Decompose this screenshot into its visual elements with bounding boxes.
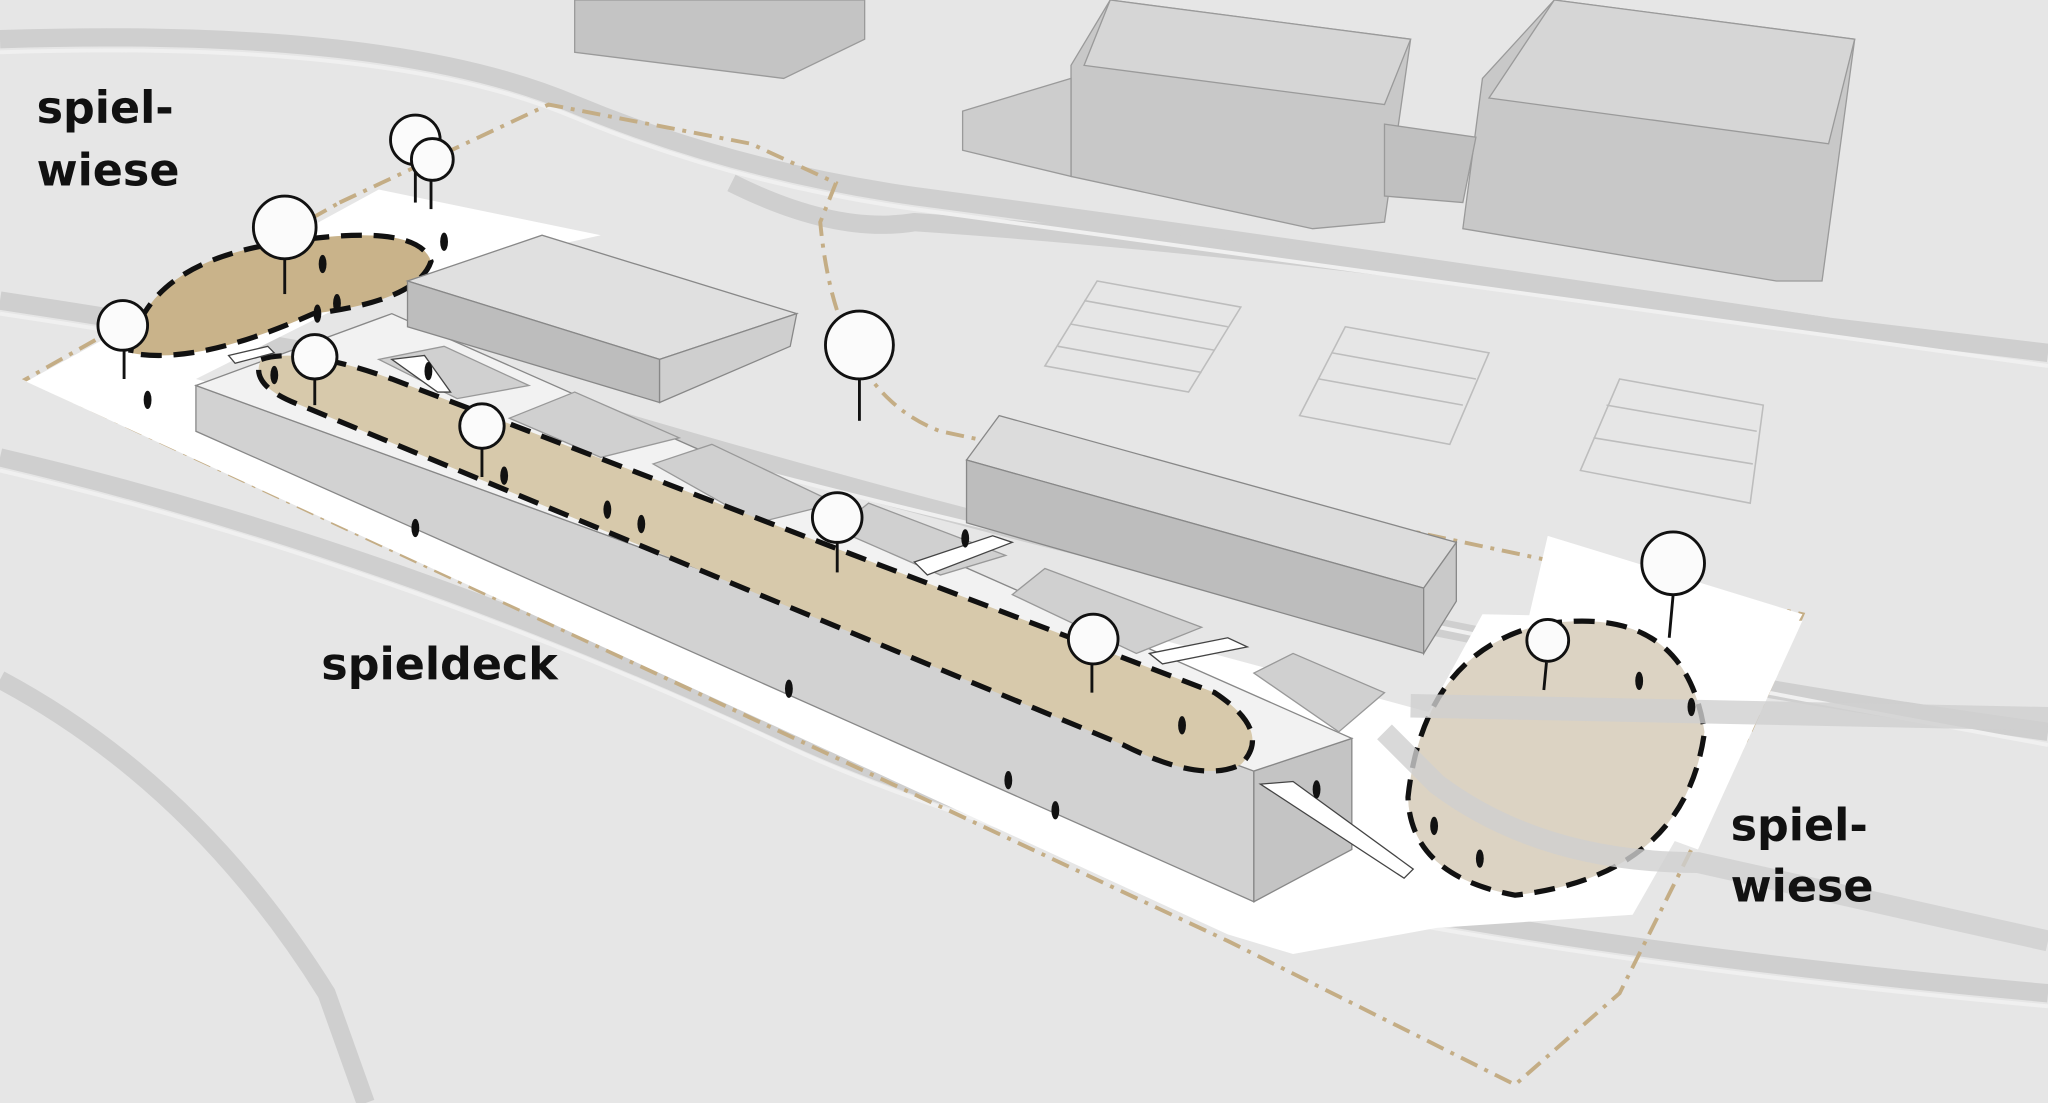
tree-icon — [96, 299, 150, 379]
person-icon — [411, 518, 420, 538]
label-spielwiese-northwest-line2: wiese — [37, 146, 180, 197]
person-icon — [318, 254, 327, 274]
person-icon — [1687, 697, 1696, 717]
tree-icon — [1525, 618, 1571, 691]
label-spielwiese-northwest-line1: spiel- — [37, 83, 174, 134]
person-icon — [313, 304, 322, 323]
label-spielwiese-east-line2: wiese — [1731, 862, 1874, 913]
site-boundary — [21, 102, 1806, 1088]
person-icon — [1430, 816, 1439, 836]
person-icon — [961, 529, 970, 548]
tree-icon — [1066, 612, 1120, 693]
person-icon — [637, 514, 646, 534]
play-zone-northwest — [127, 232, 434, 359]
people — [143, 232, 1696, 868]
person-icon — [333, 294, 341, 313]
person-icon — [424, 362, 433, 381]
footpath — [1377, 724, 2048, 952]
person-icon — [1004, 771, 1013, 790]
person-icon — [1312, 780, 1321, 799]
sheds — [405, 234, 1458, 656]
tree-icon — [409, 137, 455, 210]
background-buildings — [574, 0, 1856, 282]
person-icon — [603, 500, 612, 519]
person-icon — [270, 365, 279, 385]
label-spielwiese-east-line1: spiel- — [1731, 800, 1868, 851]
tree-icon — [810, 491, 864, 573]
person-icon — [440, 232, 448, 251]
person-icon — [1475, 849, 1484, 868]
person-icon — [1635, 671, 1644, 691]
tree-icon — [251, 194, 318, 295]
tree-icon — [1640, 530, 1706, 638]
person-icon — [784, 679, 793, 698]
person-icon — [1178, 716, 1186, 735]
tree-icon — [824, 309, 895, 421]
stairs — [227, 345, 1415, 880]
footpath-upper — [1410, 693, 2048, 731]
play-zone-east — [1405, 618, 1708, 898]
site-platform — [26, 189, 1803, 955]
label-spieldeck: spieldeck — [321, 640, 559, 691]
tree-icon — [291, 333, 339, 406]
person-icon — [1051, 801, 1060, 820]
tree-icon — [458, 402, 506, 478]
sports-fields — [1043, 280, 1765, 505]
trees — [96, 113, 1706, 693]
person-icon — [500, 466, 509, 485]
person-icon — [143, 390, 152, 410]
